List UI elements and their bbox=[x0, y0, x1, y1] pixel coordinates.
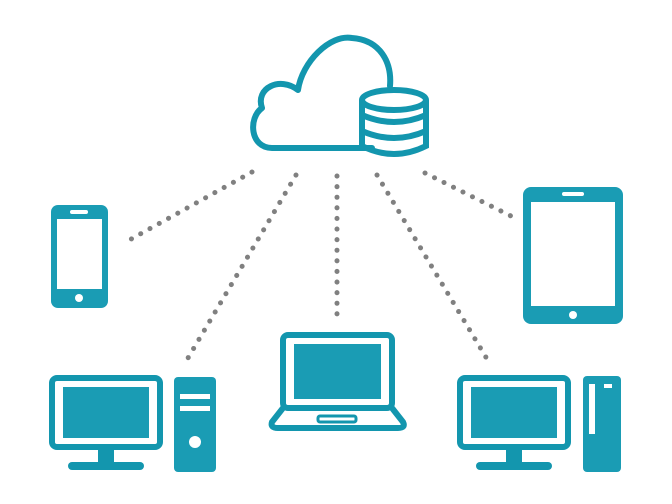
smartphone-icon bbox=[51, 205, 108, 308]
connection-desktop-left bbox=[185, 172, 299, 361]
desktop-computer-icon bbox=[49, 375, 216, 472]
connection-tablet bbox=[422, 170, 518, 221]
database-icon bbox=[359, 87, 429, 157]
connection-smartphone bbox=[121, 169, 255, 246]
connection-desktop-right bbox=[374, 172, 493, 367]
cloud-icon bbox=[250, 34, 394, 151]
desktop-tower bbox=[174, 377, 216, 472]
laptop-icon bbox=[268, 332, 407, 431]
tablet-icon bbox=[523, 187, 623, 324]
desktop-tower bbox=[583, 376, 621, 472]
connection-lines bbox=[121, 169, 518, 367]
desktop-computer-icon bbox=[457, 375, 621, 472]
